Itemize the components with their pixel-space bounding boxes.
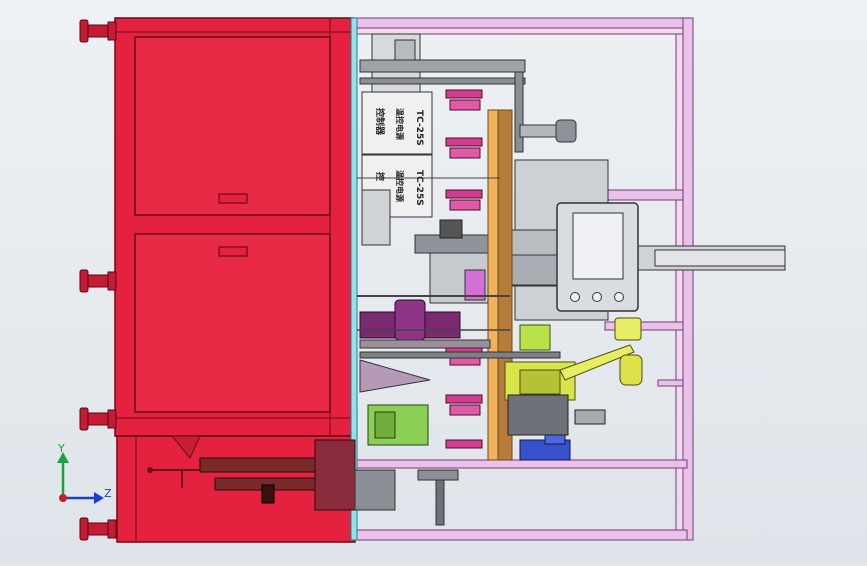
cn-side-bottom-label: 控 bbox=[374, 172, 386, 181]
cabinet-door-top bbox=[134, 36, 331, 216]
door-handle-top bbox=[218, 193, 248, 204]
axis-triad: Y Z bbox=[57, 442, 112, 504]
axis-z-label: Z bbox=[104, 487, 112, 500]
hmi-button-2 bbox=[592, 292, 602, 302]
pink-frame bbox=[352, 17, 694, 541]
cn-bottom-label: 温控电源 bbox=[395, 170, 405, 202]
hmi-panel bbox=[556, 202, 639, 312]
controller-labels: TC-25S 温控电源 控制器 TC-25S 温控电源 控 bbox=[374, 108, 424, 206]
cn-top-label: 温控电源 bbox=[395, 108, 405, 140]
foot-2 bbox=[79, 269, 117, 293]
red-cabinet bbox=[114, 17, 356, 543]
axis-y-label: Y bbox=[57, 442, 65, 455]
cyan-divider bbox=[350, 17, 358, 541]
foot-3 bbox=[79, 407, 117, 431]
leveling-feet bbox=[79, 19, 117, 541]
hmi-button-3 bbox=[614, 292, 624, 302]
cabinet-door-bottom bbox=[134, 233, 331, 413]
hmi-screen bbox=[572, 212, 624, 280]
hmi-button-1 bbox=[570, 292, 580, 302]
foot-4 bbox=[79, 517, 117, 541]
tc-top-label: TC-25S bbox=[414, 110, 424, 146]
door-handle-bottom bbox=[218, 246, 248, 257]
tc-bottom-label: TC-25S bbox=[414, 170, 424, 206]
temp-controller-top bbox=[361, 91, 433, 155]
cn-side-top-label: 控制器 bbox=[374, 108, 386, 136]
foot-1 bbox=[79, 19, 117, 43]
